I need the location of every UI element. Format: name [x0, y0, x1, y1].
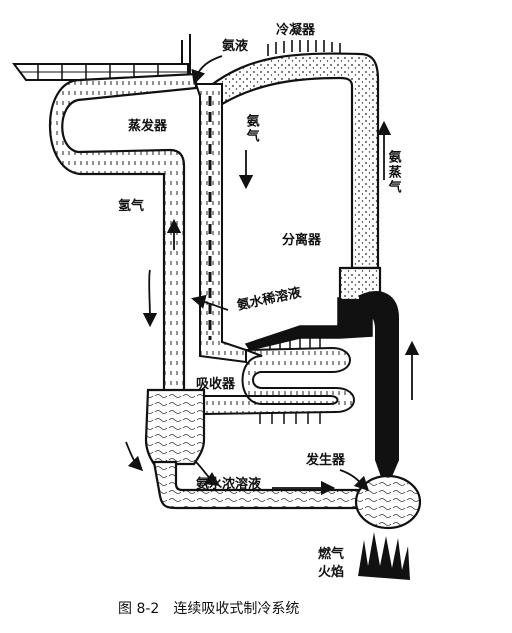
label-generator: 发生器: [306, 453, 346, 468]
figure-title: 连续吸收式制冷系统: [173, 601, 300, 617]
figure-number: 图 8-2: [118, 601, 160, 617]
label-evaporator: 蒸发器: [128, 119, 168, 134]
label-separator: 分离器: [282, 233, 322, 248]
flow-arrows: [125, 55, 420, 496]
label-ammonia-gas: 氨气: [243, 114, 259, 144]
ammonia-gas-pipe: [194, 83, 247, 364]
flame-icon: [358, 532, 410, 580]
label-gas: 燃气: [318, 547, 345, 562]
generator: [354, 474, 422, 530]
label-ammonia-liquid: 氨液: [222, 39, 249, 54]
condenser-fins: [267, 40, 341, 56]
absorber-vessel: [144, 388, 206, 466]
label-flame: 火焰: [318, 565, 345, 580]
label-ammonia-vapor: 氨蒸气: [385, 150, 401, 195]
label-strong-solution: 氨水浓溶液: [196, 477, 262, 492]
label-condenser: 冷凝器: [276, 23, 316, 38]
label-hydrogen: 氢气: [118, 199, 145, 214]
evaporator-coil: [48, 72, 198, 394]
absorber-coil: [203, 346, 355, 416]
figure-caption: 图 8-2 连续吸收式制冷系统: [118, 598, 299, 618]
label-absorber: 吸收器: [196, 377, 236, 392]
